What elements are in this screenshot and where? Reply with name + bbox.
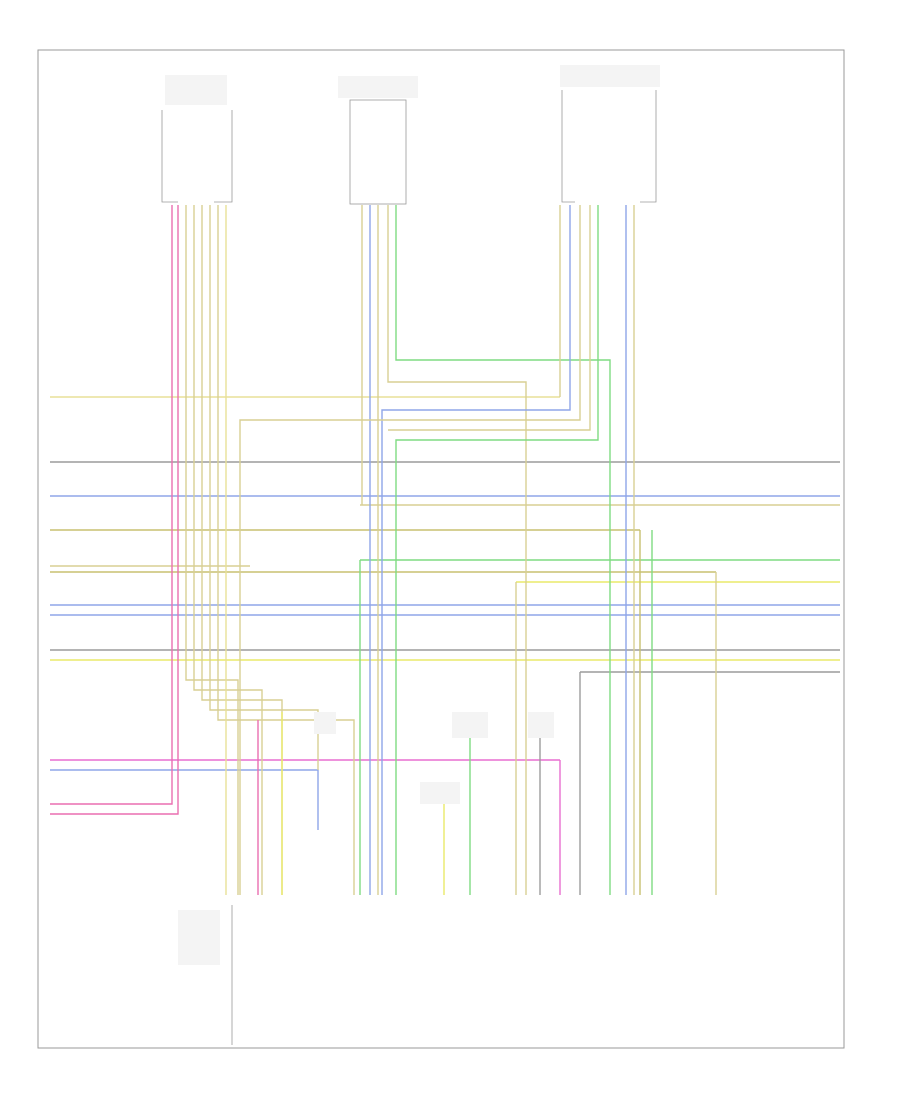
wire-tan-19 xyxy=(193,205,263,895)
wire-tan-34 xyxy=(388,205,591,431)
wire-pink-17 xyxy=(50,205,179,815)
wire-tan-33 xyxy=(239,205,581,895)
top-left-connector xyxy=(161,75,233,203)
wire-blue-32 xyxy=(381,205,571,895)
wire-green-35 xyxy=(395,205,599,895)
splice-right xyxy=(528,712,554,738)
wire-tan-21 xyxy=(209,205,319,770)
wire-tan-18 xyxy=(185,205,239,895)
wire-pink-16 xyxy=(50,205,173,805)
top-middle-connector xyxy=(338,76,418,205)
top-right-connector xyxy=(560,65,660,203)
wire-group xyxy=(50,205,840,895)
splice-center xyxy=(452,712,488,738)
wire-tan-30 xyxy=(387,205,527,895)
wire-tan-22 xyxy=(217,205,355,895)
powertrain-control-module xyxy=(178,910,220,965)
diagram-frame xyxy=(37,49,845,1049)
splice-lower xyxy=(420,782,460,804)
splice-left xyxy=(314,712,336,734)
wire-green-29 xyxy=(395,205,611,895)
